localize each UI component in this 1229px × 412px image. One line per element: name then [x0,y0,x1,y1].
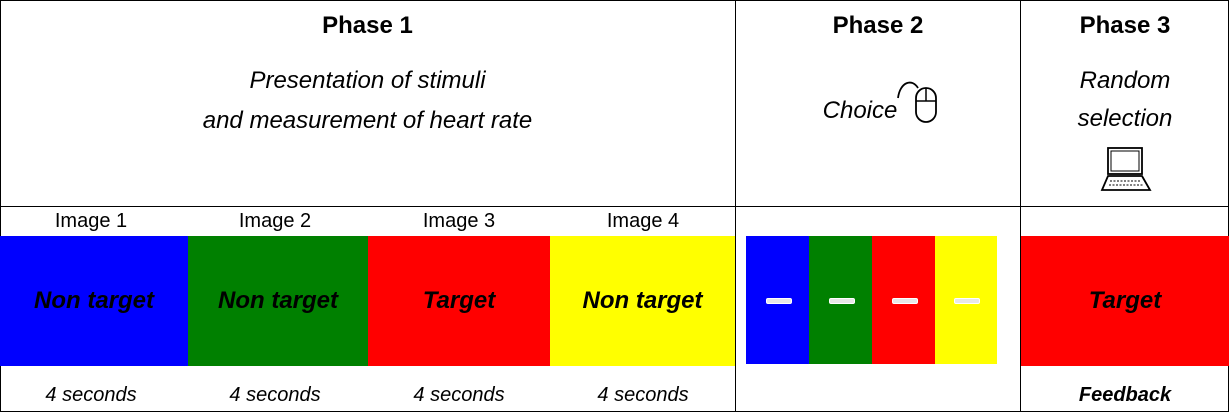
selected-stimulus-text: Target [1088,287,1162,314]
image4-duration: 4 seconds [597,384,689,406]
phase3-title: Phase 3 [1079,12,1171,39]
image4-label: Image 4 [606,210,680,232]
choice-button-red[interactable] [891,298,918,304]
choice-option-blue[interactable] [746,236,809,364]
selected-stimulus: Target [1021,236,1229,366]
phase1-title: Phase 1 [322,12,413,39]
choice-option-yellow[interactable] [935,236,997,364]
divider-header-body [0,206,1229,207]
phase3-description-line2: selection [1077,105,1173,132]
phase1-description-line2: and measurement of heart rate [202,107,533,134]
phase3-description-line1: Random [1079,67,1171,94]
image3-label: Image 3 [422,210,496,232]
stimulus-image4-text: Non target [582,287,703,314]
mouse-icon [897,81,937,123]
choice-button-green[interactable] [828,298,855,304]
choice-option-green[interactable] [809,236,872,364]
phase1-description-line1: Presentation of stimuli [249,67,486,94]
feedback-label: Feedback [1078,384,1172,406]
phase2-title: Phase 2 [832,12,924,39]
image2-duration: 4 seconds [229,384,321,406]
image1-duration: 4 seconds [45,384,137,406]
stimulus-image4: Non target [550,236,735,366]
stimulus-image3: Target [368,236,550,366]
stimulus-image3-text: Target [422,287,496,314]
image1-label: Image 1 [54,210,128,232]
image2-label: Image 2 [238,210,312,232]
laptop-icon [1100,147,1152,191]
choice-button-blue[interactable] [765,298,792,304]
stimulus-image1: Non target [0,236,188,366]
stimulus-image2: Non target [188,236,368,366]
stimulus-image2-text: Non target [218,287,338,314]
choice-button-yellow[interactable] [954,298,980,304]
stimulus-image1-text: Non target [34,287,154,314]
choice-option-red[interactable] [872,236,935,364]
image3-duration: 4 seconds [413,384,505,406]
phase2-description: Choice [822,97,898,124]
